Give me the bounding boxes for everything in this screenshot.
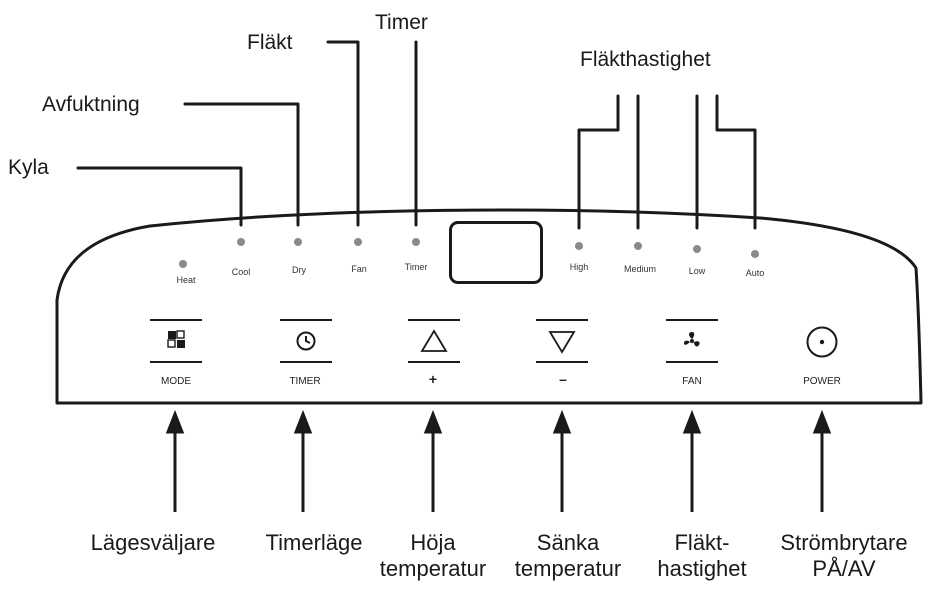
callout-flakt: Fläkt bbox=[247, 31, 293, 54]
bottom-label-mode-text: Lägesväljare bbox=[90, 530, 216, 555]
bottom-label-power: Strömbrytare PÅ/AV bbox=[780, 530, 907, 582]
indicator-fan-label: Fan bbox=[351, 264, 367, 274]
indicator-auto-label: Auto bbox=[745, 268, 765, 278]
dry-indicator-icon bbox=[294, 238, 302, 246]
display-window bbox=[449, 221, 543, 284]
bottom-label-power-line2: PÅ/AV bbox=[812, 556, 876, 581]
high-indicator-icon bbox=[575, 242, 583, 250]
minus-button-label: – bbox=[559, 371, 567, 387]
raise-temp-button[interactable] bbox=[416, 326, 452, 358]
callout-avfuktning: Avfuktning bbox=[42, 93, 140, 116]
mode-icon bbox=[167, 330, 185, 348]
bottom-label-fan-line1: Fläkt- bbox=[674, 530, 730, 555]
bottom-label-raise: Höja temperatur bbox=[380, 530, 486, 582]
fan-button-label: FAN bbox=[682, 376, 702, 387]
fan-icon bbox=[684, 332, 700, 347]
clock-icon bbox=[296, 331, 316, 351]
low-indicator-icon bbox=[693, 245, 701, 253]
callout-timer: Timer bbox=[375, 11, 428, 34]
indicator-low-label: Low bbox=[688, 266, 706, 276]
fan-indicator-icon bbox=[354, 238, 362, 246]
medium-indicator-icon bbox=[634, 242, 642, 250]
bottom-label-raise-line2: temperatur bbox=[379, 556, 487, 581]
leader-kyla bbox=[76, 166, 243, 227]
bottom-label-timer: Timerläge bbox=[266, 530, 363, 556]
panel-outline bbox=[55, 208, 923, 405]
leader-auto bbox=[715, 94, 757, 230]
fan-button[interactable] bbox=[674, 326, 710, 358]
arrow-mode bbox=[165, 409, 185, 434]
bottom-label-timer-text: Timerläge bbox=[265, 530, 363, 555]
indicator-heat-label: Heat bbox=[176, 275, 196, 285]
bottom-label-power-line1: Strömbrytare bbox=[780, 530, 908, 555]
indicator-medium-label: Medium bbox=[623, 264, 657, 274]
bottom-label-lower-line2: temperatur bbox=[514, 556, 622, 581]
leader-avfuktning bbox=[183, 102, 300, 227]
indicator-high-label: High bbox=[569, 262, 589, 272]
bottom-label-mode: Lägesväljare bbox=[91, 530, 216, 556]
timer-button-label: TIMER bbox=[289, 376, 321, 387]
arrow-fan bbox=[682, 409, 702, 434]
indicator-cool-label: Cool bbox=[231, 267, 251, 277]
cool-indicator-icon bbox=[237, 238, 245, 246]
timer-indicator-icon bbox=[412, 238, 420, 246]
triangle-up-icon bbox=[420, 329, 448, 352]
arrow-minus bbox=[552, 409, 572, 434]
timer-button[interactable] bbox=[288, 326, 324, 358]
bottom-label-raise-line1: Höja bbox=[410, 530, 456, 555]
bottom-label-fan-line2: hastighet bbox=[657, 556, 747, 581]
indicator-dry-label: Dry bbox=[292, 265, 306, 275]
auto-indicator-icon bbox=[751, 250, 759, 258]
leader-high bbox=[577, 94, 620, 230]
callout-kyla: Kyla bbox=[8, 156, 49, 179]
bottom-label-lower: Sänka temperatur bbox=[515, 530, 621, 582]
mode-button-label: MODE bbox=[161, 376, 191, 387]
power-button[interactable] bbox=[804, 324, 840, 360]
arrow-timer bbox=[293, 409, 313, 434]
leader-flakt bbox=[326, 40, 360, 227]
mode-button[interactable] bbox=[158, 326, 194, 358]
power-button-label: POWER bbox=[803, 376, 841, 387]
callout-flakthastighet: Fläkthastighet bbox=[580, 48, 711, 71]
indicator-timer-label: Timer bbox=[404, 262, 428, 272]
arrow-power bbox=[812, 409, 832, 434]
lower-temp-button[interactable] bbox=[544, 326, 580, 358]
triangle-down-icon bbox=[548, 331, 576, 354]
arrow-plus bbox=[423, 409, 443, 434]
plus-button-label: + bbox=[428, 371, 438, 387]
power-icon bbox=[806, 326, 838, 358]
heat-indicator-icon bbox=[179, 260, 187, 268]
bottom-label-fan: Fläkt- hastighet bbox=[657, 530, 746, 582]
bottom-label-lower-line1: Sänka bbox=[536, 530, 600, 555]
